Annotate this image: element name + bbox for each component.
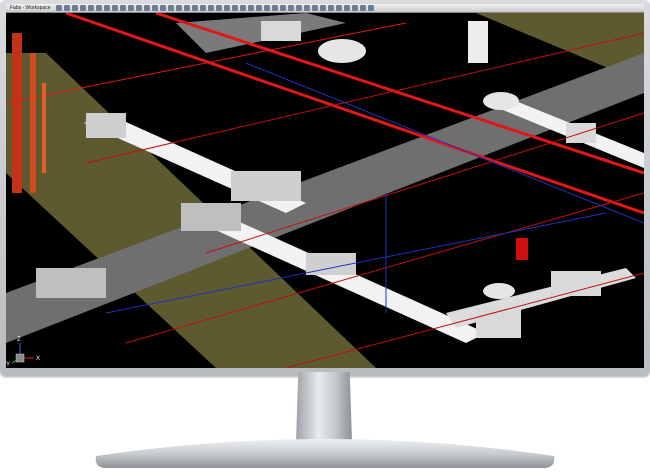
toolbar-icon-31[interactable] (296, 5, 303, 11)
duct-fitting-6 (476, 308, 521, 338)
toolbar-icon-12[interactable] (144, 5, 151, 11)
duct-fitting-4 (36, 268, 106, 298)
toolbar-icon-17[interactable] (184, 5, 191, 11)
3d-viewport[interactable]: Z X Y (6, 13, 644, 368)
toolbar-icon-27[interactable] (264, 5, 271, 11)
fire-box (516, 238, 528, 260)
diffuser-1 (318, 39, 366, 63)
monitor-stand-neck (296, 372, 352, 442)
toolbar-icon-11[interactable] (136, 5, 143, 11)
diffuser-3 (483, 283, 515, 299)
axis-z-label: Z (17, 337, 21, 343)
toolbar-icon-39[interactable] (360, 5, 367, 11)
floor-band-top-right (426, 13, 644, 83)
toolbar-icon-1[interactable] (56, 5, 63, 11)
toolbar-icon-33[interactable] (312, 5, 319, 11)
diffuser-2 (483, 92, 519, 110)
app-toolbar: Fabs - Workspace (6, 4, 644, 13)
toolbar-icon-16[interactable] (176, 5, 183, 11)
main-duct-diagonal (6, 53, 644, 343)
pipe-red-main-2 (155, 13, 644, 175)
toolbar-icon-18[interactable] (192, 5, 199, 11)
toolbar-icon-22[interactable] (224, 5, 231, 11)
toolbar-icon-32[interactable] (304, 5, 311, 11)
duct-fitting-2 (231, 171, 301, 201)
toolbar-icon-19[interactable] (200, 5, 207, 11)
toolbar-icons (56, 5, 375, 11)
toolbar-icon-23[interactable] (232, 5, 239, 11)
duct-fitting-7 (551, 271, 601, 296)
bim-model-view: Z X Y (6, 13, 644, 368)
toolbar-icon-8[interactable] (112, 5, 119, 11)
toolbar-icon-21[interactable] (216, 5, 223, 11)
toolbar-icon-29[interactable] (280, 5, 287, 11)
pipe-blue-2 (105, 212, 607, 314)
toolbar-icon-38[interactable] (352, 5, 359, 11)
pipe-red-main-1 (65, 13, 644, 215)
pipe-blue-1 (245, 62, 644, 224)
white-duct-3 (486, 95, 644, 168)
toolbar-icon-6[interactable] (96, 5, 103, 11)
toolbar-icon-14[interactable] (160, 5, 167, 11)
riser-3 (42, 83, 46, 173)
toolbar-icon-34[interactable] (320, 5, 327, 11)
riser-2 (30, 53, 36, 193)
pipe-red-thin-5 (285, 272, 644, 368)
toolbar-icon-13[interactable] (152, 5, 159, 11)
pipe-red-thin-3 (125, 192, 644, 344)
toolbar-icon-9[interactable] (120, 5, 127, 11)
pipe-red-thin-1 (6, 22, 407, 104)
toolbar-icon-35[interactable] (328, 5, 335, 11)
toolbar-icon-24[interactable] (240, 5, 247, 11)
monitor-bezel: Fabs - Workspace (0, 0, 650, 376)
toolbar-icon-28[interactable] (272, 5, 279, 11)
pipe-red-thin-4 (205, 112, 644, 254)
column-element (468, 21, 488, 63)
toolbar-icon-25[interactable] (248, 5, 255, 11)
duct-fitting-1 (86, 113, 126, 138)
toolbar-icon-36[interactable] (336, 5, 343, 11)
pipe-red-thin-2 (85, 32, 644, 164)
toolbar-icon-30[interactable] (288, 5, 295, 11)
toolbar-icon-15[interactable] (168, 5, 175, 11)
axis-y-label: Y (6, 362, 10, 368)
monitor-stand-base (95, 439, 555, 468)
toolbar-icon-40[interactable] (368, 5, 375, 11)
duct-fitting-9 (261, 21, 301, 41)
toolbar-icon-4[interactable] (80, 5, 87, 11)
riser-1 (12, 33, 22, 193)
toolbar-icon-3[interactable] (72, 5, 79, 11)
window-title: Fabs - Workspace (10, 5, 51, 11)
toolbar-icon-26[interactable] (256, 5, 263, 11)
toolbar-icon-7[interactable] (104, 5, 111, 11)
axis-gizmo: Z X Y (6, 337, 40, 368)
toolbar-icon-37[interactable] (344, 5, 351, 11)
white-duct-2 (211, 218, 486, 343)
duct-fitting-5 (306, 253, 356, 275)
toolbar-icon-20[interactable] (208, 5, 215, 11)
monitor-screen: Fabs - Workspace (6, 4, 644, 368)
toolbar-icon-5[interactable] (88, 5, 95, 11)
toolbar-icon-2[interactable] (64, 5, 71, 11)
duct-fitting-3 (181, 203, 241, 231)
toolbar-icon-10[interactable] (128, 5, 135, 11)
axis-x-label: X (36, 356, 40, 362)
